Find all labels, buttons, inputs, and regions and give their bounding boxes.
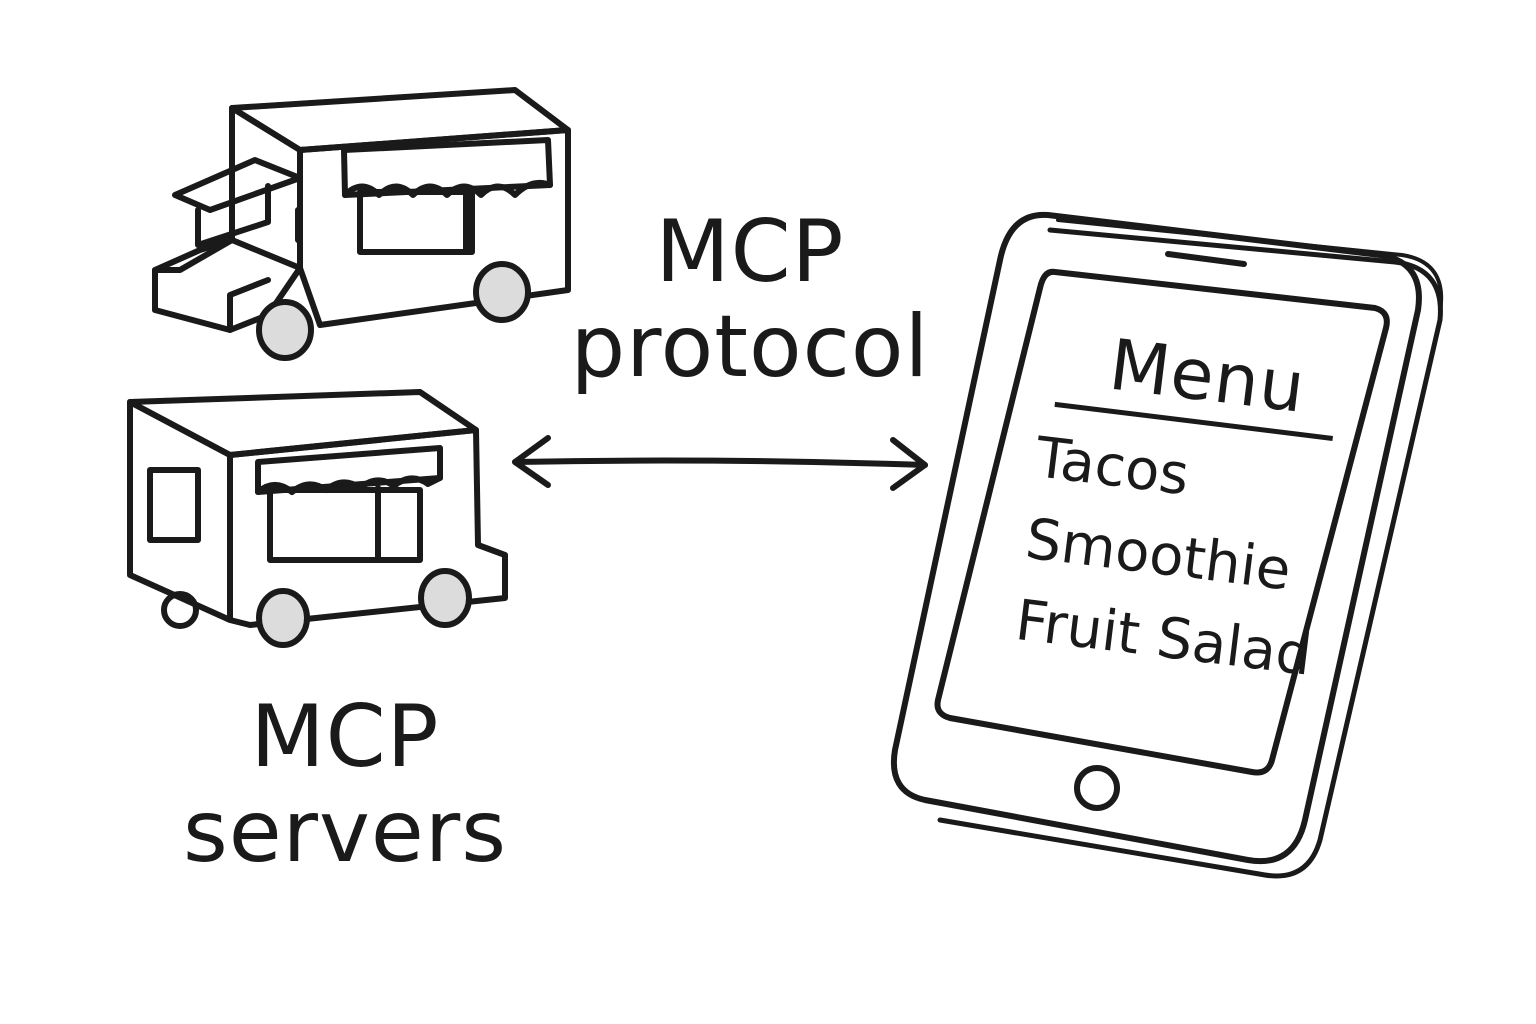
menu-item-tacos: Tacos — [1032, 425, 1193, 509]
double-arrow-icon — [512, 435, 928, 491]
menu-item-fruit-salad: Fruit Salad — [1012, 587, 1316, 689]
menu-item-smoothie: Smoothie — [1022, 506, 1295, 604]
food-truck-bottom-icon — [127, 389, 508, 648]
protocol-label: MCP protocol — [570, 202, 930, 397]
tablet-icon — [890, 211, 1444, 879]
servers-label: MCP servers — [182, 687, 508, 882]
food-truck-top-icon — [152, 87, 571, 361]
tablet-menu: Menu Tacos Smoothie Fruit Salad — [929, 277, 1377, 743]
